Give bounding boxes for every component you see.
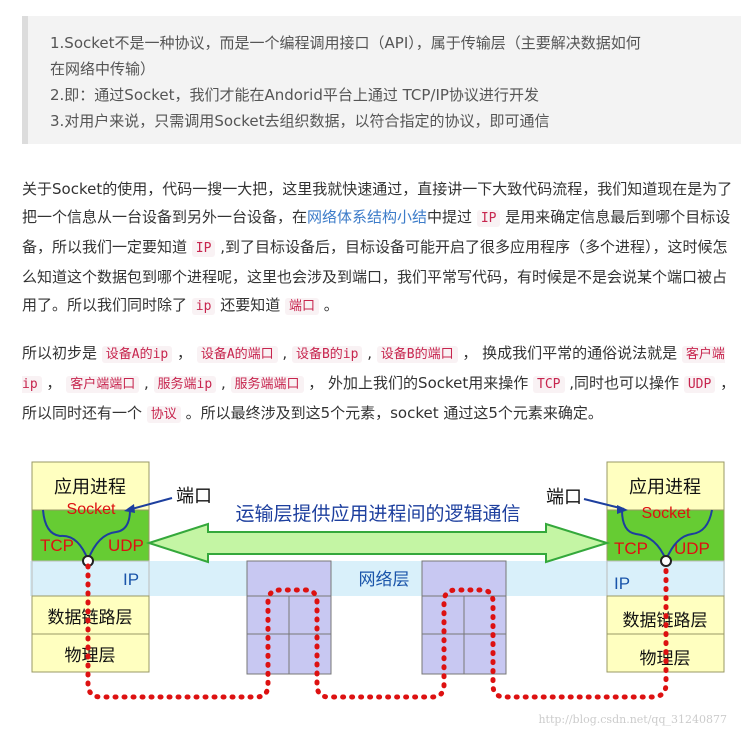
para2-text-10: ,同时也可以操作 (564, 374, 684, 392)
right-udp-label: UDP (674, 539, 710, 558)
para2-text-11: ，所以同时还有一个 (22, 374, 736, 422)
inline-code-server-ip: 服务端ip (153, 376, 217, 393)
para2-text-7: , (139, 374, 154, 392)
left-socket-fork (42, 509, 131, 561)
left-ip-label: IP (123, 570, 139, 589)
inline-code-device-a-ip: 设备A的ip (101, 346, 173, 363)
network-layer-label: 网络层 (359, 570, 410, 589)
para2-text-1: 所以初步是 (22, 344, 102, 362)
quote-line-1: 1.Socket不是一种协议，而是一个编程调用接口（API），属于传输层（主要解… (50, 34, 641, 52)
inline-code-server-port: 服务端端口 (230, 376, 304, 393)
diagram-svg: 应用进程 Socket TCP UDP IP 数据链路层 物理层 应用进程 So… (30, 461, 727, 726)
port-right-label: 端口 (546, 487, 582, 507)
left-app-layer (31, 461, 150, 511)
paragraph-five-elements: 所以初步是 设备A的ip ， 设备A的端口 , 设备B的ip , 设备B的端口 … (22, 339, 738, 429)
watermark: http://blog.csdn.net/qq_31240877 (538, 713, 727, 726)
right-ip-label: IP (614, 574, 630, 593)
right-socket-label: Socket (642, 505, 691, 522)
port-left-label: 端口 (176, 486, 212, 506)
para2-text-6: ， (41, 374, 67, 392)
para2-text-2: ， (172, 344, 197, 362)
para2-text-3: , (277, 344, 292, 362)
left-socket-label: Socket (67, 501, 116, 518)
inline-code-device-b-port: 设备B的端口 (376, 346, 458, 363)
network-architecture-link[interactable]: 网络体系结构小结 (307, 208, 428, 226)
left-app-label: 应用进程 (54, 477, 126, 497)
right-port-point (660, 555, 672, 567)
paragraph-ip-port: 关于Socket的使用，代码一搜一大把，这里我就快速通过，直接讲一下大致代码流程… (22, 175, 738, 321)
inline-code-ip-3: ip (191, 298, 216, 315)
para2-text-8: , (216, 374, 231, 392)
left-tcp-label: TCP (40, 536, 74, 555)
inline-code-ip: IP (476, 210, 501, 227)
right-tcp-label: TCP (614, 539, 648, 558)
logical-communication-label: 运输层提供应用进程间的逻辑通信 (235, 503, 520, 525)
inline-code-udp: UDP (683, 376, 716, 393)
inline-code-port: 端口 (284, 298, 319, 315)
para2-text-12: 。所以最终涉及到这5个元素，socket 通过这5个元素来确定。 (180, 404, 603, 422)
inline-code-ip-2: IP (191, 240, 216, 257)
port-left-arrowhead (124, 504, 135, 513)
data-flow-path (85, 563, 669, 700)
right-protocol-stack: 应用进程 Socket TCP UDP IP 数据链路层 物理层 (606, 461, 725, 673)
port-annotations: 端口 端口 (124, 486, 628, 514)
socket-network-diagram: 应用进程 Socket TCP UDP IP 数据链路层 物理层 应用进程 So… (0, 452, 755, 741)
para2-text-4: , (362, 344, 377, 362)
port-right-arrowhead (617, 505, 628, 514)
left-udp-label: UDP (108, 536, 144, 555)
left-datalink-label: 数据链路层 (48, 608, 133, 627)
intro-blockquote: 1.Socket不是一种协议，而是一个编程调用接口（API），属于传输层（主要解… (22, 16, 741, 144)
right-app-label: 应用进程 (629, 477, 701, 497)
left-protocol-stack: 应用进程 Socket TCP UDP IP 数据链路层 物理层 (31, 461, 150, 673)
para1-text-3: 是用来确定信息最后到哪个目标设备，所以我们一定要知道 (22, 208, 731, 256)
para1-text-6: 。 (319, 296, 339, 314)
right-app-layer (606, 461, 725, 511)
para2-text-5: ， 换成我们平常的通俗说法就是 (457, 344, 682, 362)
para1-text-4: ,到了目标设备后，目标设备可能开启了很多应用程序（多个进程），这时候怎么知道这个… (22, 238, 728, 314)
right-transport-layer (606, 509, 725, 562)
left-datalink-layer (31, 595, 150, 635)
inline-code-client-port: 客户端端口 (66, 376, 140, 393)
inline-code-device-b-ip: 设备B的ip (291, 346, 363, 363)
right-datalink-label: 数据链路层 (623, 611, 708, 630)
port-left-pointer (127, 497, 173, 511)
para1-text-2: 中提过 (427, 208, 477, 226)
para1-text-5: 还要知道 (215, 296, 285, 314)
right-socket-fork (621, 509, 713, 561)
quote-line-2: 在网络中传输） (50, 60, 156, 78)
logical-communication-arrow (145, 522, 611, 564)
quote-line-3: 2.即：通过Socket，我们才能在Andorid平台上通过 TCP/IP协议进… (50, 86, 539, 104)
inline-code-protocol: 协议 (146, 406, 181, 423)
inline-code-tcp: TCP (533, 376, 565, 393)
quote-line-4: 3.对用户来说，只需调用Socket去组织数据，以符合指定的协议，即可通信 (50, 112, 550, 130)
left-ip-layer (31, 560, 150, 597)
para2-text-9: ， 外加上我们的Socket用来操作 (303, 374, 534, 392)
para1-text-1: 关于Socket的使用，代码一搜一大把，这里我就快速通过，直接讲一下大致代码流程… (22, 180, 733, 226)
inline-code-device-a-port: 设备A的端口 (196, 346, 278, 363)
